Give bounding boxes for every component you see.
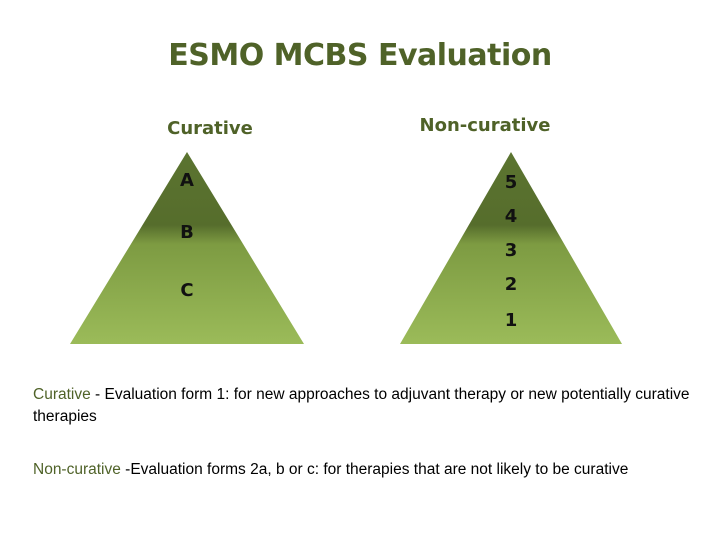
- curative-triangle-shape: [70, 152, 304, 344]
- non-curative-pyramid: 5 4 3 2 1: [400, 152, 622, 344]
- non-curative-tier-2: 2: [504, 274, 518, 295]
- non-curative-description-text: -Evaluation forms 2a, b or c: for therap…: [120, 461, 629, 478]
- curative-description-text: - Evaluation form 1: for new approaches …: [33, 386, 690, 425]
- curative-tier-b: B: [180, 222, 194, 243]
- non-curative-tier-1: 1: [504, 310, 518, 331]
- non-curative-tier-5: 5: [504, 172, 518, 193]
- curative-description: Curative - Evaluation form 1: for new ap…: [33, 384, 693, 428]
- non-curative-term: Non-curative: [33, 461, 121, 478]
- non-curative-tier-3: 3: [504, 240, 518, 261]
- curative-tier-c: C: [180, 280, 194, 301]
- curative-pyramid: A B C: [70, 152, 304, 344]
- non-curative-description: Non-curative -Evaluation forms 2a, b or …: [33, 459, 693, 481]
- curative-tier-a: A: [180, 170, 194, 191]
- non-curative-tier-4: 4: [504, 206, 518, 227]
- non-curative-triangle-shape: [400, 152, 622, 344]
- curative-pyramid-label: Curative: [167, 118, 253, 139]
- page-title: ESMO MCBS Evaluation: [168, 38, 552, 73]
- curative-term: Curative: [33, 386, 91, 403]
- non-curative-pyramid-label: Non-curative: [419, 115, 551, 136]
